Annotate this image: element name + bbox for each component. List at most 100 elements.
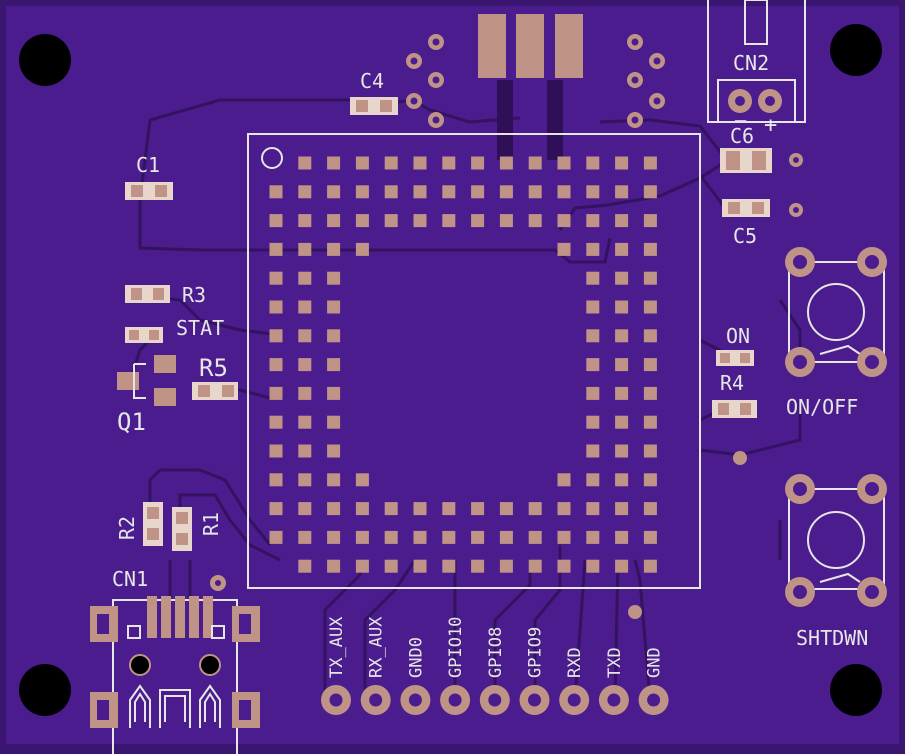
module-footprint bbox=[247, 133, 701, 589]
module-pad bbox=[298, 358, 312, 372]
module-pad bbox=[557, 214, 571, 228]
module-pad bbox=[586, 329, 600, 343]
module-pad bbox=[384, 185, 398, 199]
header-pin-label: GND bbox=[645, 647, 665, 678]
small-vias bbox=[210, 153, 803, 619]
module-pad bbox=[442, 185, 456, 199]
module-pad bbox=[413, 502, 427, 516]
module-pad bbox=[615, 530, 629, 544]
module-pad bbox=[557, 185, 571, 199]
module-pad bbox=[586, 185, 600, 199]
module-pad bbox=[586, 156, 600, 170]
module-pad bbox=[586, 242, 600, 256]
module-pad bbox=[471, 214, 485, 228]
module-pad bbox=[384, 502, 398, 516]
module-pad bbox=[528, 502, 542, 516]
module-pad bbox=[643, 530, 657, 544]
module-pad bbox=[327, 415, 341, 429]
module-pad bbox=[442, 502, 456, 516]
module-pad bbox=[499, 185, 513, 199]
vias-top bbox=[406, 34, 665, 128]
module-pad bbox=[355, 242, 369, 256]
module-pad bbox=[528, 185, 542, 199]
pin1-marker bbox=[261, 147, 283, 169]
module-pad bbox=[298, 271, 312, 285]
module-pad bbox=[528, 156, 542, 170]
header-pin-drill bbox=[448, 693, 462, 707]
module-pad bbox=[269, 415, 283, 429]
via-drill bbox=[432, 116, 440, 124]
header-pin-label: TX_AUX bbox=[327, 616, 347, 678]
module-pad bbox=[327, 559, 341, 573]
module-pad bbox=[586, 214, 600, 228]
module-pad bbox=[643, 559, 657, 573]
module-pad bbox=[355, 214, 369, 228]
module-pad bbox=[269, 242, 283, 256]
mounting-hole-top-left bbox=[19, 34, 71, 86]
module-pad bbox=[298, 214, 312, 228]
module-pad bbox=[615, 214, 629, 228]
module-pad bbox=[586, 444, 600, 458]
module-pad bbox=[269, 444, 283, 458]
module-pad bbox=[413, 559, 427, 573]
module-pad bbox=[643, 156, 657, 170]
module-pad bbox=[586, 530, 600, 544]
module-pad bbox=[298, 386, 312, 400]
header-pin-label: RX_AUX bbox=[367, 616, 387, 678]
module-pad bbox=[384, 156, 398, 170]
module-pad bbox=[586, 300, 600, 314]
module-pad bbox=[615, 444, 629, 458]
module-pad bbox=[298, 415, 312, 429]
label-stat: STAT bbox=[176, 316, 224, 340]
component-r3 bbox=[125, 285, 170, 303]
component-r1 bbox=[172, 507, 192, 551]
module-pad bbox=[586, 386, 600, 400]
module-pad bbox=[499, 530, 513, 544]
module-pad bbox=[615, 559, 629, 573]
module-pad bbox=[298, 185, 312, 199]
mounting-hole-bottom-right bbox=[830, 664, 882, 716]
label-cn2-minus: − bbox=[734, 109, 747, 134]
header-pin-drill bbox=[369, 693, 383, 707]
module-pad bbox=[298, 300, 312, 314]
via-drill bbox=[410, 97, 418, 105]
module-pad bbox=[557, 530, 571, 544]
label-cn2: CN2 bbox=[733, 51, 769, 75]
module-pad bbox=[643, 358, 657, 372]
module-pad bbox=[298, 242, 312, 256]
module-pad bbox=[298, 329, 312, 343]
module-pad bbox=[528, 559, 542, 573]
module-pad bbox=[643, 473, 657, 487]
module-pad bbox=[355, 185, 369, 199]
label-cn2-plus: + bbox=[764, 113, 777, 138]
label-c6: C6 bbox=[730, 124, 754, 148]
module-pad bbox=[586, 502, 600, 516]
header-pin-drill bbox=[647, 693, 661, 707]
module-pad bbox=[471, 530, 485, 544]
switch-on-off[interactable] bbox=[785, 247, 887, 377]
via-drill bbox=[631, 116, 639, 124]
module-pad bbox=[557, 242, 571, 256]
component-on-led bbox=[716, 350, 754, 366]
module-pad bbox=[643, 185, 657, 199]
connector-cn1-usb bbox=[90, 596, 260, 754]
module-pad bbox=[528, 214, 542, 228]
module-pad bbox=[269, 214, 283, 228]
module-pad bbox=[471, 502, 485, 516]
module-pad bbox=[327, 473, 341, 487]
switch-shtdwn[interactable] bbox=[785, 474, 887, 607]
module-pad bbox=[643, 214, 657, 228]
module-pad bbox=[327, 214, 341, 228]
module-pad bbox=[384, 214, 398, 228]
module-pad bbox=[557, 473, 571, 487]
module-pad bbox=[355, 530, 369, 544]
component-r5 bbox=[192, 382, 238, 400]
module-pad bbox=[471, 156, 485, 170]
module-pad bbox=[327, 444, 341, 458]
header-pin-label: GPIO9 bbox=[526, 627, 546, 678]
module-pad bbox=[327, 386, 341, 400]
module-pad bbox=[471, 559, 485, 573]
module-pad bbox=[327, 530, 341, 544]
module-pad bbox=[442, 156, 456, 170]
